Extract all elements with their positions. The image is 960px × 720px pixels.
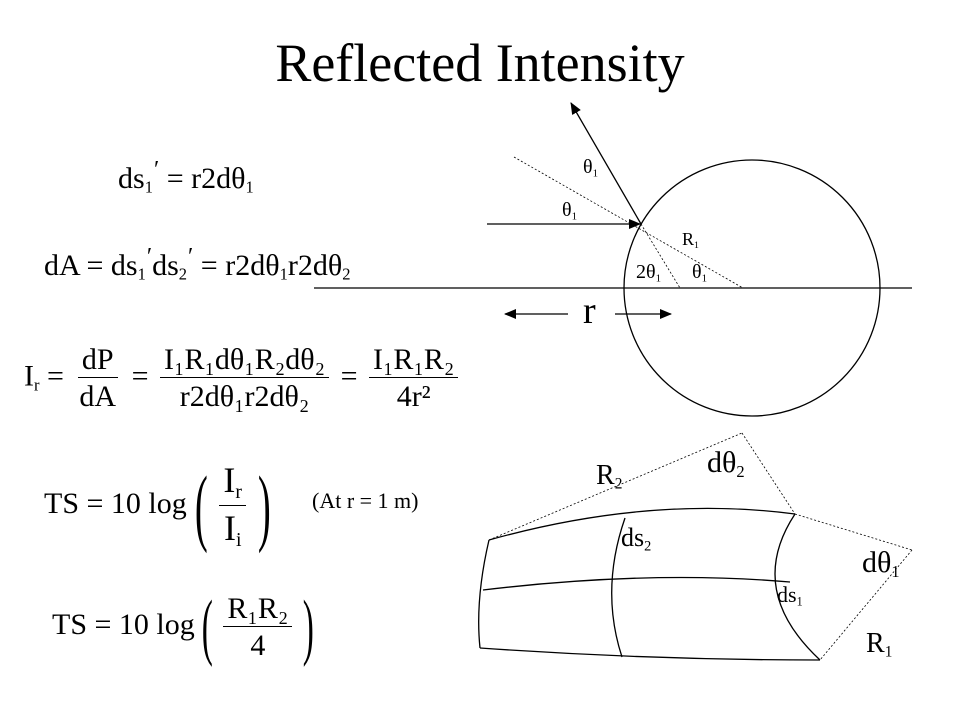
label-R2: R2 <box>596 460 623 493</box>
label-theta1-upper: θ1 <box>583 156 599 180</box>
label-theta1-incident: θ1 <box>562 199 578 223</box>
label-theta1-lower: θ1 <box>692 261 708 285</box>
label-two-theta1: 2θ1 <box>636 261 662 285</box>
range-note: (At r = 1 m) <box>312 488 419 513</box>
normal-line <box>513 156 744 289</box>
equation-ds1: ds1′ = r2dθ1 <box>118 157 254 197</box>
surface-patch <box>478 507 821 661</box>
equation-dA: dA = ds1′ds2′ = r2dθ1r2dθ2 <box>44 244 351 284</box>
label-R1-small: R1 <box>682 229 699 251</box>
label-ds1: ds1 <box>777 582 803 609</box>
label-dtheta1: dθ1 <box>862 546 900 581</box>
construction-lines <box>488 432 913 661</box>
label-r: r <box>583 290 596 332</box>
slide-title: Reflected Intensity <box>275 33 685 93</box>
label-R1: R1 <box>866 628 893 661</box>
chord-line <box>640 223 681 289</box>
label-dtheta2: dθ2 <box>707 446 745 481</box>
reflected-ray <box>570 102 642 225</box>
label-ds2: ds2 <box>621 523 652 555</box>
